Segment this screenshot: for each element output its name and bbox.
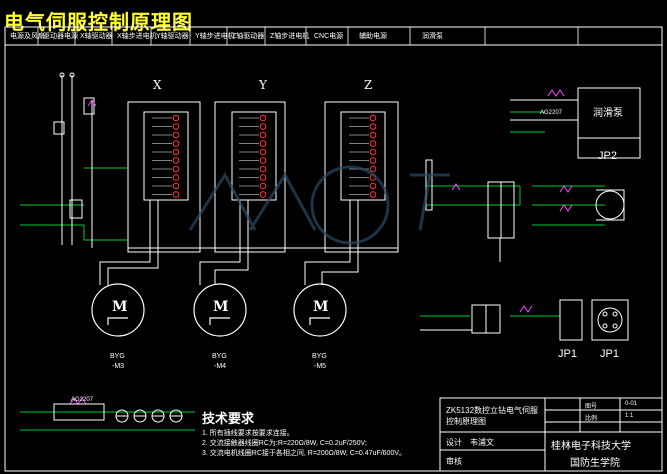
motor-symbol-z: M [313, 299, 329, 315]
review-label: 审核 [446, 457, 462, 466]
motor-symbol-y: M [213, 299, 229, 315]
contactor-label-bottom: AG2207 [71, 397, 94, 403]
motor-code-y: -M4 [214, 363, 227, 370]
lube-pump-label: 润滑泵 [593, 108, 623, 119]
header-cell: Y轴步进电机 [195, 33, 235, 40]
motor-model-x: BYG [110, 353, 125, 360]
header-cell: X轴驱动器 [80, 33, 113, 40]
design-label: 设计 [446, 438, 462, 447]
project-title: ZK5132数控立钻电气伺服控制原理图 [446, 406, 539, 426]
header-cell: 润滑泵 [422, 33, 443, 40]
motor-symbol-x: M [112, 299, 128, 315]
college-name: 国防生学院 [570, 458, 620, 469]
header-cell: 驱动器电源 [43, 33, 78, 40]
designer-name: 韦浦文 [470, 438, 494, 447]
connector-jp2: JP2 [598, 150, 617, 162]
driver-box-z [324, 101, 399, 253]
motor-model-z: BYG [312, 353, 327, 360]
axis-label-y: Y [259, 78, 267, 92]
axis-label-z: Z [364, 78, 373, 92]
contactor-label: AG2207 [540, 110, 563, 116]
scale-value: 1:1 [625, 413, 634, 419]
diagram-title: 电气伺服控制原理图 [4, 10, 193, 34]
motor-code-x: -M3 [112, 363, 125, 370]
tech-heading: 技术要求 [202, 411, 255, 426]
tech-line-1: 1. 所有插线要求按要求连接。 [202, 430, 294, 437]
header-cell: Z轴步进电机 [270, 33, 310, 40]
motor-model-y: BYG [212, 353, 227, 360]
school-name: 桂林电子科技大学 [551, 441, 631, 452]
driver-box-x [127, 101, 201, 253]
header-cell: Z轴驱动器 [232, 33, 265, 40]
header-cell: CNC电源 [314, 33, 344, 40]
connector-jp1-a: JP1 [558, 348, 577, 360]
sheet-label: 图号 [585, 404, 598, 410]
tech-line-2: 2. 交流接触器线圈RC为:R=220Ω/8W, C=0.2uF/250V; [202, 440, 367, 447]
header-cell: 电源及风扇 [10, 33, 45, 40]
header-cell: Y轴驱动器 [156, 33, 189, 40]
sheet-number: 0-01 [625, 401, 638, 407]
scale-label: 比例 [585, 416, 598, 422]
tech-line-3: 3. 交流电机线圈RC接于各相之间, R=200Ω/8W, C=0.47uF/6… [202, 450, 407, 457]
connector-jp1-b: JP1 [600, 348, 619, 360]
header-cell: X轴步进电机 [117, 33, 157, 40]
motor-code-z: -M5 [314, 363, 327, 370]
header-cell: 辅助电源 [359, 33, 387, 40]
axis-label-x: X [153, 78, 162, 92]
